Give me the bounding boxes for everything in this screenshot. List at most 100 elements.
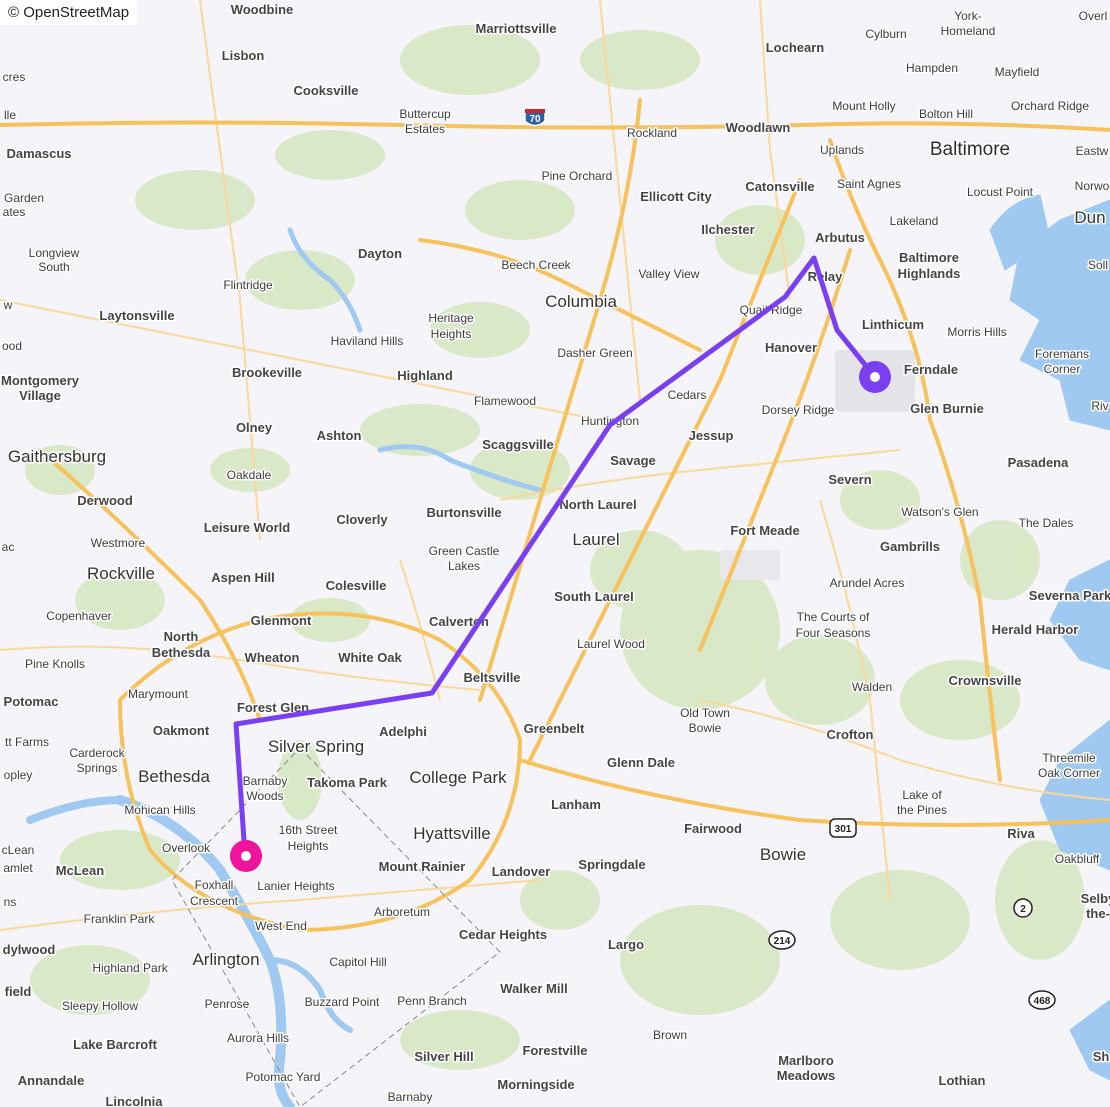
place-label-gaithersburg: Gaithersburg <box>8 447 106 466</box>
place-label-buzzard-point: Buzzard Point <box>305 995 380 1009</box>
place-label-selby-1: Selby <box>1081 891 1110 906</box>
road <box>599 0 641 401</box>
place-label-dayton: Dayton <box>358 246 402 261</box>
place-label-franklin-park: Franklin Park <box>84 912 156 926</box>
place-label-crofton: Crofton <box>827 727 874 742</box>
park-area <box>290 598 370 642</box>
origin-marker-icon[interactable] <box>859 361 891 393</box>
place-label-old-town-bowie-1: Old Town <box>680 706 730 720</box>
place-label-ns: ns <box>4 895 17 909</box>
place-label-hanover: Hanover <box>765 340 817 355</box>
place-label-severn: Severn <box>828 472 871 487</box>
park-area <box>430 302 530 358</box>
place-label-flamewood: Flamewood <box>474 394 536 408</box>
place-label-pasadena: Pasadena <box>1008 455 1069 470</box>
place-label-marlboro-1: Marlboro <box>778 1053 834 1068</box>
i-95 <box>528 178 802 762</box>
place-label-laurel-wood: Laurel Wood <box>577 637 645 651</box>
place-label-morningside: Morningside <box>497 1077 574 1092</box>
place-label-north-laurel: North Laurel <box>559 497 636 512</box>
park-area <box>60 830 180 890</box>
md-32 <box>418 238 702 352</box>
place-label-brown: Brown <box>653 1028 687 1042</box>
place-label-cylburn: Cylburn <box>865 27 906 41</box>
place-label-westmore: Westmore <box>91 536 146 550</box>
place-label-fort-meade: Fort Meade <box>730 523 799 538</box>
place-label-threemile-1: Threemile <box>1042 751 1096 765</box>
place-label-pine-knolls: Pine Knolls <box>25 657 85 671</box>
place-label-ashton: Ashton <box>317 428 362 443</box>
park-area <box>275 130 385 180</box>
place-label-dasher-green: Dasher Green <box>557 346 632 360</box>
road <box>199 0 261 541</box>
place-label-foremans-2: Corner <box>1044 362 1081 376</box>
park-area <box>620 905 780 1015</box>
park-area <box>278 740 322 820</box>
place-label-glenn-dale: Glenn Dale <box>607 755 675 770</box>
place-label-longview-1: Longview <box>29 246 80 260</box>
place-label-sh: Sh <box>1093 1049 1110 1064</box>
place-label-oakbluff: Oakbluff <box>1055 852 1100 866</box>
interstate-270 <box>38 448 262 722</box>
road <box>399 559 441 701</box>
place-label-arbutus: Arbutus <box>815 230 865 245</box>
origin-marker-dot <box>870 372 880 382</box>
park-areas <box>25 25 1085 1070</box>
place-label-bolton-hill: Bolton Hill <box>919 107 973 121</box>
attribution[interactable]: © OpenStreetMap <box>0 0 138 25</box>
place-label-aurora-hills: Aurora Hills <box>227 1031 289 1045</box>
place-label-copenhaver: Copenhaver <box>46 609 111 623</box>
place-label-morris-hills: Morris Hills <box>947 325 1006 339</box>
place-label-largo: Largo <box>608 937 644 952</box>
rocky-gorge-reservoir <box>377 444 543 493</box>
place-label-lincolnia: Lincolnia <box>105 1094 163 1107</box>
road-shield-us301-icon: 301 <box>829 818 857 838</box>
place-label-foxhall-1: Foxhall <box>195 878 234 892</box>
place-label-walker-mill: Walker Mill <box>500 981 567 996</box>
place-label-lake-barcroft: Lake Barcroft <box>73 1037 157 1052</box>
place-label-baltimore-highlands-1: Baltimore <box>899 250 959 265</box>
place-label-scaggsville: Scaggsville <box>482 437 554 452</box>
place-label-crownsville: Crownsville <box>949 673 1022 688</box>
water-bodies <box>989 194 1110 1081</box>
place-label-amlet: amlet <box>3 861 33 875</box>
place-label-green-castle-2: Lakes <box>448 559 480 573</box>
place-label-old-town-bowie-2: Bowie <box>689 721 722 735</box>
place-label-clean: cLean <box>2 843 35 857</box>
place-label-adelphi: Adelphi <box>379 724 427 739</box>
place-label-potomac: Potomac <box>4 694 59 709</box>
place-label-columbia: Columbia <box>545 292 617 311</box>
place-label-garden: Garden <box>4 191 44 205</box>
place-label-uplands: Uplands <box>820 143 864 157</box>
place-label-mohican-hills: Mohican Hills <box>124 803 195 817</box>
place-label-barnaby-woods-2: Woods <box>246 789 283 803</box>
place-label-tt-farms: tt Farms <box>5 735 49 749</box>
place-label-hyattsville: Hyattsville <box>413 824 490 843</box>
destination-marker-icon[interactable] <box>230 840 262 872</box>
place-label-lothian: Lothian <box>939 1073 986 1088</box>
potomac-river <box>115 795 295 1107</box>
road-shield-md214-icon: 214 <box>768 930 796 950</box>
place-label-saint-agnes: Saint Agnes <box>837 177 901 191</box>
road <box>0 299 601 421</box>
place-label-jessup: Jessup <box>689 428 734 443</box>
park-area <box>210 448 290 492</box>
place-label-ferndale: Ferndale <box>904 362 958 377</box>
route-line[interactable] <box>233 255 878 858</box>
place-label-baltimore-highlands-2: Highlands <box>898 266 961 281</box>
place-label-penn-branch: Penn Branch <box>397 994 466 1008</box>
bay-south-water <box>1069 999 1110 1081</box>
place-label-damascus: Damascus <box>6 146 71 161</box>
place-label-hampden: Hampden <box>906 61 958 75</box>
place-label-north-bethesda-2: Bethesda <box>152 645 211 660</box>
place-label-olney: Olney <box>236 420 273 435</box>
park-area <box>900 660 1020 740</box>
place-label-cooksville: Cooksville <box>293 83 358 98</box>
park-area <box>715 205 805 275</box>
place-label-locust-point: Locust Point <box>967 185 1034 199</box>
road-shield-label: 70 <box>529 114 541 125</box>
place-label-highland: Highland <box>397 368 453 383</box>
